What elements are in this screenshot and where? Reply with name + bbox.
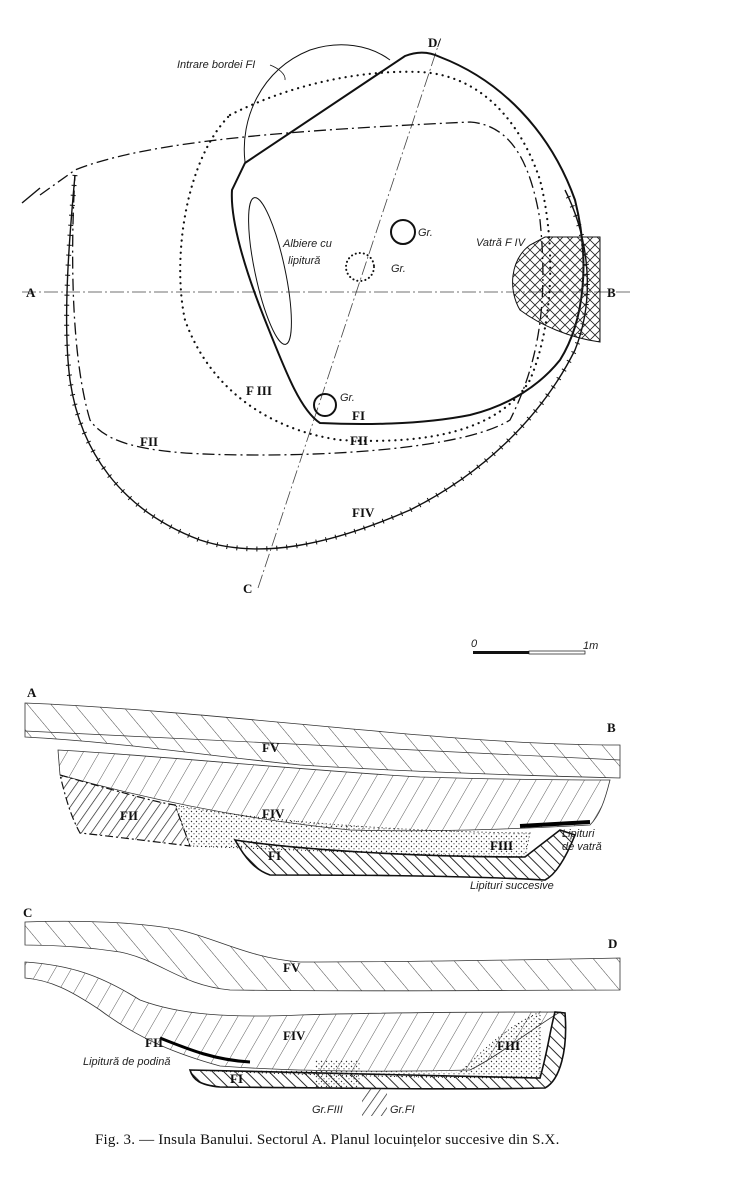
- label-f3: FIII: [490, 838, 513, 853]
- label-f1: FI: [230, 1071, 243, 1086]
- layer-f1: [233, 829, 577, 881]
- label-entrance: Intrare bordei FI: [177, 59, 255, 71]
- layer-f1: [188, 1011, 567, 1090]
- scale-end: 1m: [583, 640, 598, 652]
- scale-bar: 0 1m: [471, 638, 598, 655]
- north-mark: [21, 187, 41, 204]
- note-hearth-2: de vatră: [562, 841, 602, 853]
- floor-plaster: [159, 1036, 251, 1064]
- label-a: A: [27, 685, 37, 700]
- scale-start: 0: [471, 638, 478, 650]
- label-pit-3: Gr.: [340, 392, 355, 404]
- label-f2-mid: FII: [350, 433, 368, 448]
- hearth-plasters: [519, 820, 591, 828]
- label-f1: FI: [352, 408, 365, 423]
- note-hearth-1: Lipituri: [562, 828, 595, 840]
- label-trough-2: lipitură: [288, 255, 320, 267]
- label-f4: FIV: [352, 505, 375, 520]
- plan-view: D/ Intrare bordei FI Albiere cu lipitură…: [21, 35, 630, 596]
- layer-f5: [24, 920, 621, 992]
- note-successive: Lipituri succesive: [470, 880, 554, 892]
- note-floor: Lipitură de podină: [83, 1056, 170, 1068]
- outline-entrance: [243, 44, 391, 163]
- outline-f2: [39, 121, 544, 456]
- entrance-pointer: [269, 64, 286, 81]
- label-c: C: [23, 905, 32, 920]
- hearth-f4: [512, 236, 601, 343]
- layer-f2: [59, 774, 191, 847]
- label-f2: FII: [145, 1035, 163, 1050]
- label-a: A: [26, 285, 36, 300]
- label-pit-f3: Gr.FIII: [312, 1104, 343, 1116]
- label-b: B: [607, 285, 616, 300]
- outline-f1: [230, 51, 585, 426]
- pit-2: [345, 252, 375, 282]
- label-f5: FV: [283, 960, 301, 975]
- pit-f3: [315, 1060, 360, 1088]
- label-f4: FIV: [262, 806, 285, 821]
- axis-c-d: [257, 39, 441, 589]
- section-c-d: C D FV FIV FII FIII FI Lipitură de podin…: [23, 905, 621, 1116]
- label-pit-f1: Gr.FI: [390, 1104, 415, 1116]
- label-pit-1: Gr.: [418, 227, 433, 239]
- label-d: D: [608, 936, 617, 951]
- pit-f1: [362, 1088, 387, 1116]
- label-trough-1: Albiere cu: [282, 238, 332, 250]
- outline-f4-ticks: [64, 174, 590, 552]
- label-f2-left: FII: [140, 434, 158, 449]
- outline-f3: [179, 70, 552, 442]
- label-b: B: [607, 720, 616, 735]
- label-c: C: [243, 581, 252, 596]
- pit-1: [390, 219, 416, 245]
- label-pit-2: Gr.: [391, 263, 406, 275]
- label-f2: FII: [120, 808, 138, 823]
- section-a-b: A B FV FIV FII FIII FI Lipituri de vatră…: [24, 685, 621, 892]
- label-f4: FIV: [283, 1028, 306, 1043]
- outline-f4: [65, 174, 589, 550]
- label-hearth: Vatră F IV: [476, 237, 527, 249]
- figure-caption: Fig. 3. — Insula Banului. Sectorul A. Pl…: [95, 1132, 560, 1148]
- trough: [248, 197, 292, 345]
- label-f1: FI: [268, 848, 281, 863]
- pit-3: [313, 393, 337, 417]
- layer-f5: [24, 702, 621, 779]
- label-f3: F III: [246, 383, 272, 398]
- label-f3: FIII: [497, 1038, 520, 1053]
- label-d: D/: [428, 35, 441, 50]
- label-f5: FV: [262, 740, 280, 755]
